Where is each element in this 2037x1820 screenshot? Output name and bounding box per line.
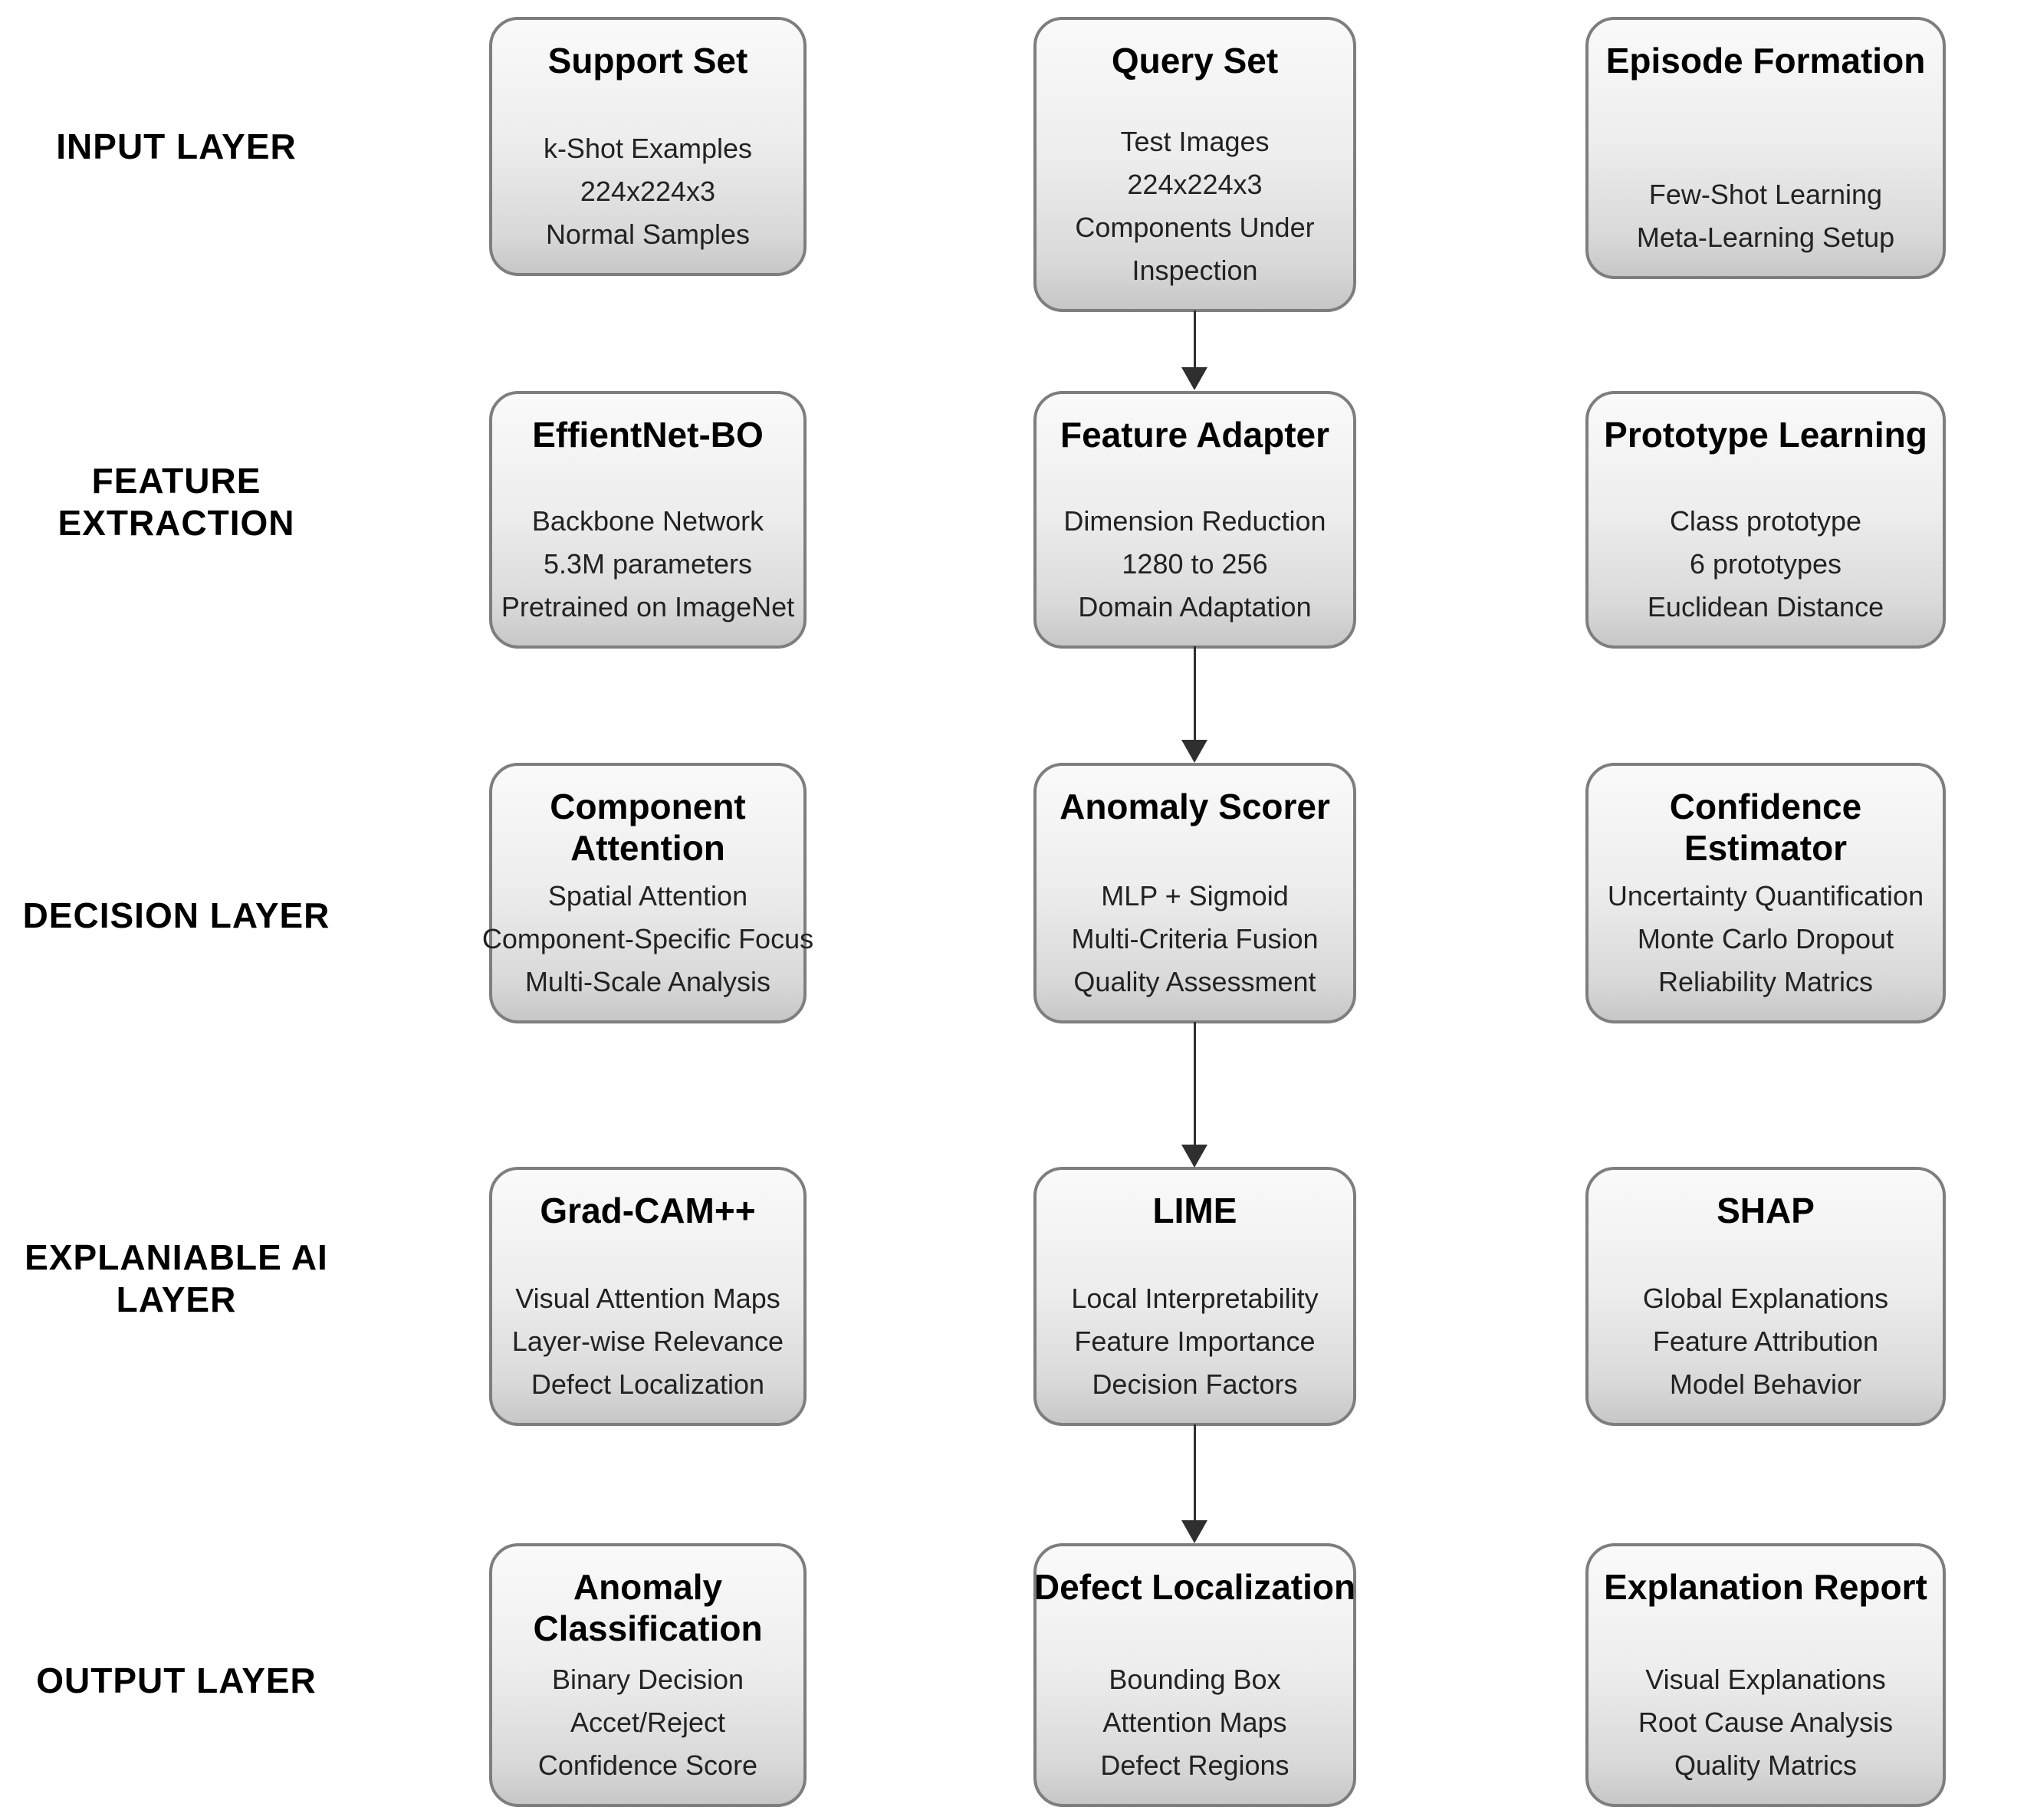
node-body: Dimension Reduction 1280 to 256 Domain A…: [1063, 505, 1326, 623]
node-grad-cam: Grad-CAM++ Visual Attention Maps Layer-w…: [489, 1167, 807, 1426]
node-body: Few-Shot Learning Meta-Learning Setup: [1636, 179, 1895, 253]
node-title: LIME: [1152, 1191, 1237, 1230]
node-explanation-report: Explanation Report Visual Explanations R…: [1585, 1543, 1946, 1807]
row-label-output-layer: OUTPUT LAYER: [36, 1661, 317, 1700]
arrow-shaft: [1193, 1022, 1196, 1145]
node-shap: SHAP Global Explanations Feature Attribu…: [1585, 1167, 1946, 1426]
node-body: Binary Decision Accet/Reject Confidence …: [537, 1664, 758, 1781]
node-body: Global Explanations Feature Attribution …: [1642, 1283, 1889, 1400]
node-lime: LIME Local Interpretability Feature Impo…: [1033, 1167, 1356, 1426]
node-title: Prototype Learning: [1604, 415, 1927, 455]
node-body: k-Shot Examples 224x224x3 Normal Samples: [543, 133, 753, 250]
node-body: Class prototype 6 prototypes Euclidean D…: [1647, 505, 1884, 623]
node-defect-localization: Defect Localization Bounding Box Attenti…: [1033, 1543, 1356, 1807]
node-body: Test Images 224x224x3 Components Under I…: [1075, 126, 1315, 286]
arrow-feature-adapter-to-anomaly-scorer: [1181, 646, 1207, 763]
arrow-head-icon: [1181, 1145, 1207, 1168]
node-title: EffientNet-BO: [532, 415, 764, 455]
node-body: Backbone Network 5.3M parameters Pretrai…: [501, 505, 795, 623]
arrow-head-icon: [1181, 1520, 1207, 1543]
node-title: SHAP: [1717, 1191, 1815, 1230]
node-prototype-learning: Prototype Learning Class prototype 6 pro…: [1585, 391, 1946, 649]
node-feature-adapter: Feature Adapter Dimension Reduction 1280…: [1033, 391, 1356, 649]
arrow-shaft: [1193, 1424, 1196, 1520]
row-label-explaniable-ai-layer: EXPLANIABLE AI LAYER: [25, 1237, 328, 1319]
node-anomaly-scorer: Anomaly Scorer MLP + Sigmoid Multi-Crite…: [1033, 763, 1356, 1023]
node-title: Episode Formation: [1605, 41, 1926, 80]
node-title: Defect Localization: [1033, 1567, 1356, 1607]
node-body: Visual Explanations Root Cause Analysis …: [1638, 1664, 1894, 1781]
node-episode-formation: Episode Formation Few-Shot Learning Meta…: [1585, 17, 1946, 279]
arrow-head-icon: [1181, 367, 1207, 390]
arrow-shaft: [1193, 646, 1196, 740]
node-title: Support Set: [547, 41, 748, 80]
node-body: Visual Attention Maps Layer-wise Relevan…: [511, 1283, 784, 1400]
node-support-set: Support Set k-Shot Examples 224x224x3 No…: [489, 17, 807, 276]
node-query-set: Query Set Test Images 224x224x3 Componen…: [1033, 17, 1356, 312]
node-component-attention: Component Attention Spatial Attention Co…: [482, 763, 813, 1023]
row-label-input-layer: INPUT LAYER: [56, 126, 297, 166]
arrow-lime-to-defect-localization: [1181, 1424, 1207, 1543]
node-title: Explanation Report: [1604, 1567, 1927, 1607]
node-title: Confidence Estimator: [1669, 787, 1862, 868]
node-body: Spatial Attention Component-Specific Foc…: [481, 880, 814, 997]
node-title: Component Attention: [550, 787, 746, 868]
arrow-shaft: [1193, 310, 1196, 367]
node-title: Grad-CAM++: [540, 1191, 756, 1230]
node-confidence-estimator: Confidence Estimator Uncertainty Quantif…: [1585, 763, 1946, 1023]
node-title: Feature Adapter: [1060, 415, 1330, 455]
node-body: Uncertainty Quantification Monte Carlo D…: [1607, 880, 1924, 997]
node-effientnet-bo: EffientNet-BO Backbone Network 5.3M para…: [489, 391, 807, 649]
node-anomaly-classification: Anomaly Classification Binary Decision A…: [489, 1543, 807, 1807]
node-body: MLP + Sigmoid Multi-Criteria Fusion Qual…: [1071, 880, 1319, 997]
arrow-anomaly-scorer-to-lime: [1181, 1022, 1207, 1168]
node-body: Local Interpretability Feature Importanc…: [1071, 1283, 1319, 1400]
row-label-feature-extraction: FEATURE EXTRACTION: [57, 461, 295, 543]
node-title: Anomaly Classification: [533, 1567, 763, 1648]
arrow-query-set-to-feature-adapter: [1181, 310, 1207, 390]
node-title: Anomaly Scorer: [1060, 787, 1330, 826]
node-body: Bounding Box Attention Maps Defect Regio…: [1100, 1664, 1290, 1781]
arrow-head-icon: [1181, 740, 1207, 763]
node-title: Query Set: [1111, 41, 1279, 80]
row-label-decision-layer: DECISION LAYER: [22, 895, 330, 935]
